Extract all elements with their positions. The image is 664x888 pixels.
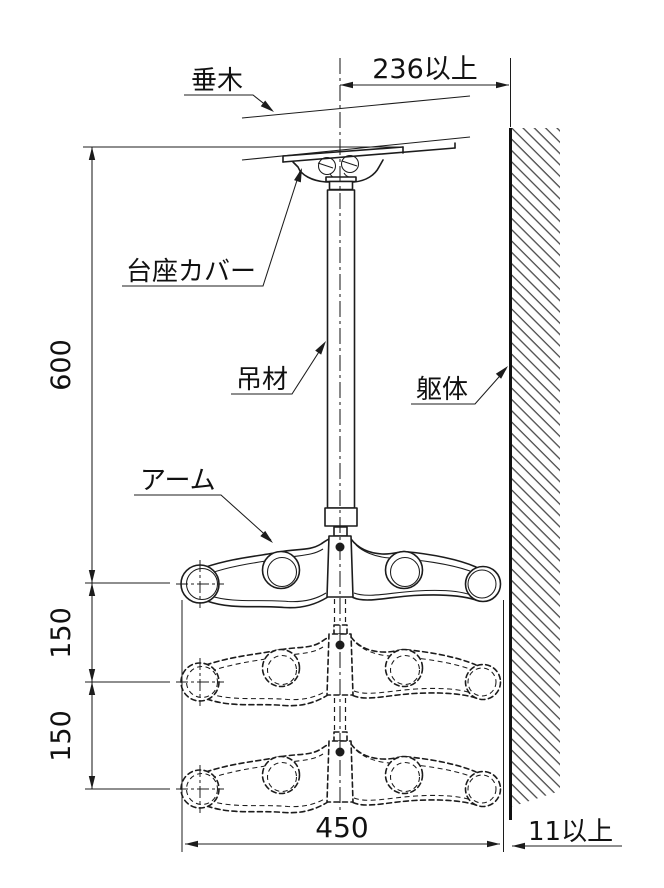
arrow-600-bottom (88, 570, 96, 583)
arrow-600-top (88, 147, 96, 160)
arm-leader-arrow (260, 530, 273, 543)
arm-label: アーム (140, 466, 216, 496)
bracket-screw-right-lever (341, 160, 358, 167)
dim-text-236: 236以上 (372, 54, 478, 85)
bracket-plate-bottom (282, 147, 456, 163)
rafter-label: 垂木 (191, 66, 243, 96)
rafter-leader (184, 94, 273, 111)
base-cover-leader-arrow (294, 168, 302, 183)
bracket-screw-left (317, 156, 337, 176)
dim-text-450: 450 (315, 811, 368, 844)
suspension-rod-label: 吊材 (236, 365, 288, 395)
suspension-rod-leader (231, 343, 325, 395)
arrow-150b-top (88, 682, 96, 695)
bracket-plate-top (282, 146, 404, 157)
arrow-11-left (512, 842, 525, 850)
arm-leader (134, 494, 272, 541)
arm-solid-position (175, 526, 502, 609)
arm-ghost-position-2 (175, 731, 502, 814)
structure-leader (411, 368, 507, 405)
dim-text-150a: 150 (46, 607, 77, 659)
arrow-150a-bottom (88, 669, 96, 682)
arrow-150a-top (88, 583, 96, 596)
suspension-rod-leader-arrow (315, 341, 326, 355)
suspension-rod (324, 189, 358, 527)
rafter-line (241, 95, 471, 119)
dim-text-600: 600 (46, 339, 77, 391)
arm-ghost-position-1 (175, 624, 502, 707)
arrow-450-right (487, 840, 500, 848)
arrow-450-left (185, 840, 198, 848)
rafter-leader-arrow (260, 100, 274, 112)
structure-label: 躯体 (416, 375, 468, 405)
base-cover-bracket (282, 142, 456, 191)
part-labels: 垂木 台座カバー 吊材 躯体 アーム (122, 66, 508, 543)
arrow-236-right (496, 81, 509, 89)
base-cover-label: 台座カバー (126, 257, 256, 287)
bracket-screw-left-lever (317, 162, 334, 169)
bracket-collar (328, 180, 354, 191)
ceiling-line (241, 136, 471, 161)
dim-text-11: 11以上 (528, 817, 613, 847)
rod-upper-tube (326, 189, 356, 509)
rod-coupling (324, 507, 358, 527)
wall-hatching (511, 128, 560, 807)
structure-leader-arrow (495, 366, 508, 379)
dimensions: 236以上 600 150 150 450 11以上 (46, 54, 622, 852)
arrow-150b-bottom (88, 776, 96, 789)
base-cover-leader (122, 170, 301, 287)
bracket-screw-right (340, 154, 360, 174)
dim-text-150b: 150 (46, 710, 77, 762)
arrow-236-left (340, 81, 353, 89)
